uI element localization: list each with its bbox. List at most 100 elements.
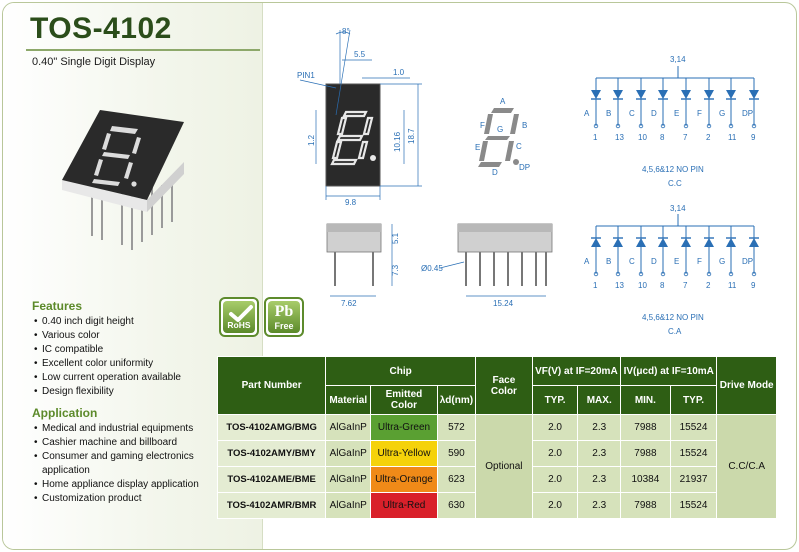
ca-pin-number: 11 (728, 281, 737, 290)
list-item: Home appliance display application (34, 478, 219, 492)
ca-segment-label: F (697, 257, 702, 266)
cc-label: C.C (668, 179, 682, 188)
segment-g-label: G (497, 125, 503, 134)
emitted-color-cell: Ultra-Orange (370, 466, 438, 493)
ca-pin-number: 2 (706, 281, 711, 290)
ca-no-pin-note: 4,5,6&12 NO PIN (642, 313, 704, 322)
dim-15-24: 15.24 (493, 299, 514, 308)
page-title: TOS-4102 (30, 12, 172, 45)
circuit-cc (596, 66, 754, 79)
ca-segment-label: B (606, 257, 611, 266)
iv-min-cell: 7988 (620, 440, 671, 467)
iv-min-cell: 7988 (620, 414, 671, 441)
dim-1-2: 1.2 (307, 134, 316, 146)
iv-typ-cell: 21937 (669, 466, 718, 493)
dim-diameter: Ø0.45 (421, 264, 443, 273)
cc-pin-number: 7 (683, 133, 688, 142)
lambda-cell: 590 (436, 440, 477, 467)
technical-drawings: 8° 5.5 1.0 PIN1 1.2 10.16 18.7 9.8 A B C… (297, 27, 759, 336)
cc-segment-label: DP (742, 109, 753, 118)
header-vf: VF(V) at IF=20mA (531, 356, 622, 386)
cc-diode (704, 78, 714, 129)
application-title: Application (32, 406, 98, 420)
table-row: TOS-4102AMG/BMG AlGaInP Ultra-Green 572 … (216, 414, 777, 519)
checkmark-icon (229, 305, 253, 322)
list-item: IC compatible (34, 343, 181, 357)
cc-segment-label: D (651, 109, 657, 118)
cc-diode (749, 78, 759, 129)
ca-common-pin: 3,14 (670, 204, 686, 213)
cc-segment-label: A (584, 109, 590, 118)
ca-segment-label: C (629, 257, 635, 266)
iv-typ-cell: 15524 (669, 440, 718, 467)
emitted-color-cell: Ultra-Yellow (370, 440, 438, 467)
cc-common-pin: 3,14 (670, 55, 686, 64)
dim-5-1: 5.1 (391, 232, 400, 244)
iv-min-cell: 10384 (620, 466, 671, 493)
cc-diode (726, 78, 736, 129)
header-chip: Chip (325, 356, 477, 386)
ca-pin-number: 10 (638, 281, 647, 290)
header-vf-max: MAX. (577, 385, 622, 415)
circuit-ca (596, 214, 754, 227)
bottom-view-drawing (439, 223, 553, 297)
segment-e-label: E (475, 143, 480, 152)
cc-segment-label: C (629, 109, 635, 118)
rohs-badge-fill: RoHS (223, 301, 255, 333)
list-item: Various color (34, 329, 181, 343)
cc-pin-number: 9 (751, 133, 756, 142)
pin1-label: PIN1 (297, 71, 315, 80)
emitted-color-cell: Ultra-Green (370, 414, 438, 441)
header-drive-mode: Drive Mode (716, 356, 777, 415)
rohs-badge: RoHS (219, 297, 259, 337)
iv-typ-cell: 15524 (669, 492, 718, 519)
ca-diode (704, 226, 714, 277)
header-iv-min: MIN. (620, 385, 671, 415)
material-cell: AlGaInP (325, 414, 372, 441)
dim-9-8: 9.8 (345, 198, 357, 207)
vf-max-cell: 2.3 (577, 440, 622, 467)
ca-label: C.A (668, 327, 682, 336)
dim-1-0: 1.0 (393, 68, 405, 77)
list-item: Medical and industrial equipments (34, 422, 219, 436)
pb-label: Pb (274, 303, 294, 320)
features-title: Features (32, 299, 83, 313)
lambda-cell: 623 (436, 466, 477, 493)
cc-pin-number: 13 (615, 133, 624, 142)
segment-f-label: F (480, 121, 485, 130)
ca-segment-label: E (674, 257, 679, 266)
display-body-front (147, 162, 184, 212)
cc-diode (658, 78, 668, 129)
header-iv-typ: TYP. (669, 385, 718, 415)
cc-diode (613, 78, 623, 129)
table-row: TOS-4102AMR/BMR AlGaInP Ultra-Red 630 2.… (216, 492, 777, 519)
dim-10-16: 10.16 (393, 131, 402, 152)
ca-pin-number: 7 (683, 281, 688, 290)
header-emitted-color: Emitted Color (370, 385, 438, 415)
list-item: Consumer and gaming electronics applicat… (34, 450, 219, 478)
cc-segment-label: G (719, 109, 725, 118)
lambda-cell: 630 (436, 492, 477, 519)
segment-dp-label: DP (519, 163, 530, 172)
cc-pin-number: 2 (706, 133, 711, 142)
vf-typ-cell: 2.0 (531, 466, 579, 493)
cc-pin-number: 11 (728, 133, 737, 142)
ca-diode (591, 226, 601, 277)
vf-typ-cell: 2.0 (531, 414, 579, 441)
drive-mode-cell: C.C/C.A (716, 414, 777, 519)
cc-pin-number: 8 (660, 133, 665, 142)
pb-free-badge: Pb Free (264, 297, 304, 337)
product-photo (62, 110, 184, 250)
cc-pin-number: 10 (638, 133, 647, 142)
ca-segment-label: G (719, 257, 725, 266)
ca-pin-number: 9 (751, 281, 756, 290)
part-number-cell: TOS-4102AMR/BMR (216, 492, 327, 519)
segment-d-label: D (492, 168, 498, 177)
list-item: Low current operation available (34, 371, 181, 385)
vf-max-cell: 2.3 (577, 492, 622, 519)
dim-18-7: 18.7 (407, 128, 416, 144)
ca-segment-label: DP (742, 257, 753, 266)
vf-max-cell: 2.3 (577, 466, 622, 493)
